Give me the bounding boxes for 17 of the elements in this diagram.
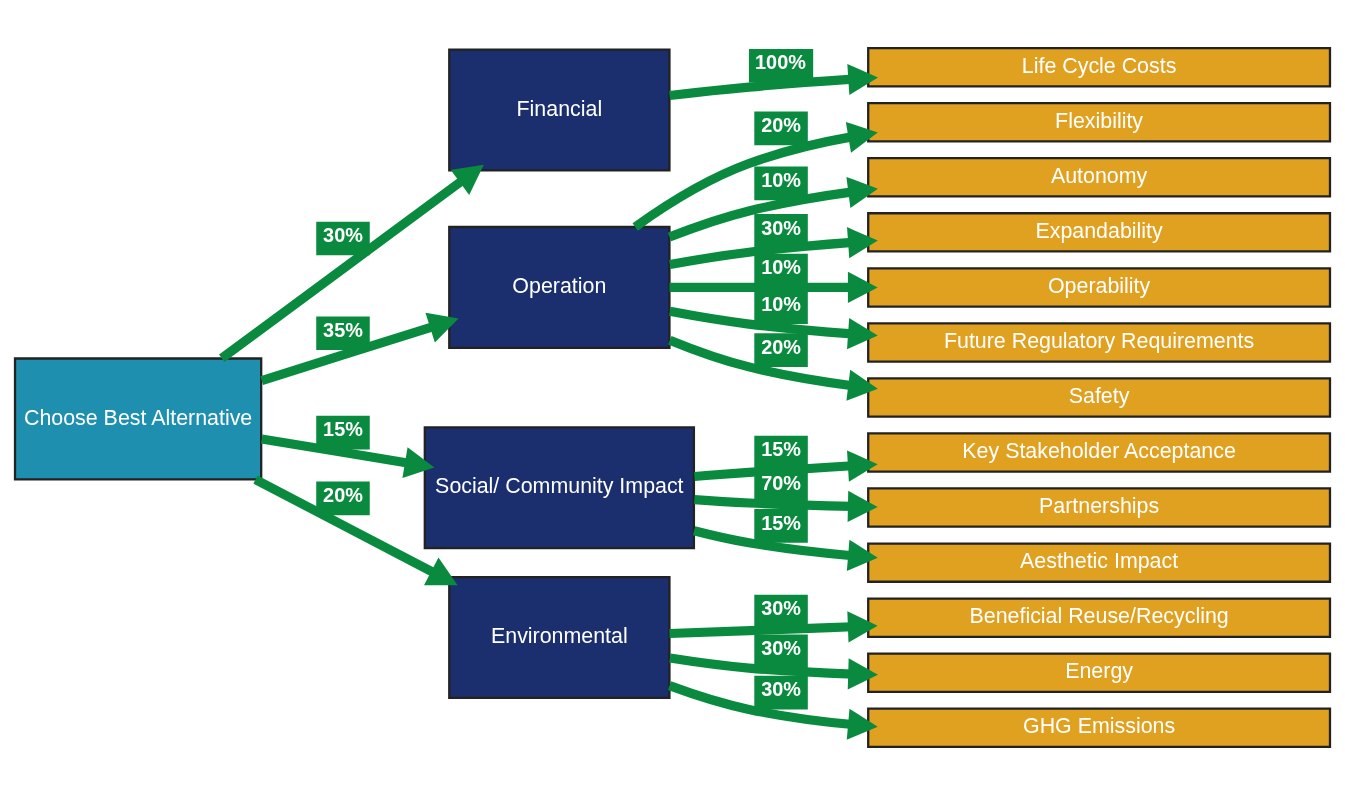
edge-label: 30% (761, 216, 801, 239)
edge-label: 30% (761, 677, 801, 700)
edge-label: 20% (761, 113, 801, 136)
edge-label: 35% (323, 318, 363, 341)
edge-label: 30% (323, 223, 363, 246)
edge-label: 15% (761, 437, 801, 460)
edge-label: 20% (761, 335, 801, 358)
edge-label: 10% (761, 168, 801, 191)
edge-label: 15% (323, 417, 363, 440)
edge-label: 100% (755, 50, 806, 73)
edge-label: 30% (761, 596, 801, 619)
edge-label: 10% (761, 292, 801, 315)
edge-label: 30% (761, 636, 801, 659)
edge-label: 70% (761, 471, 801, 494)
edge-label: 10% (761, 255, 801, 278)
edge-label: 20% (323, 483, 363, 506)
edge-label: 15% (761, 511, 801, 534)
